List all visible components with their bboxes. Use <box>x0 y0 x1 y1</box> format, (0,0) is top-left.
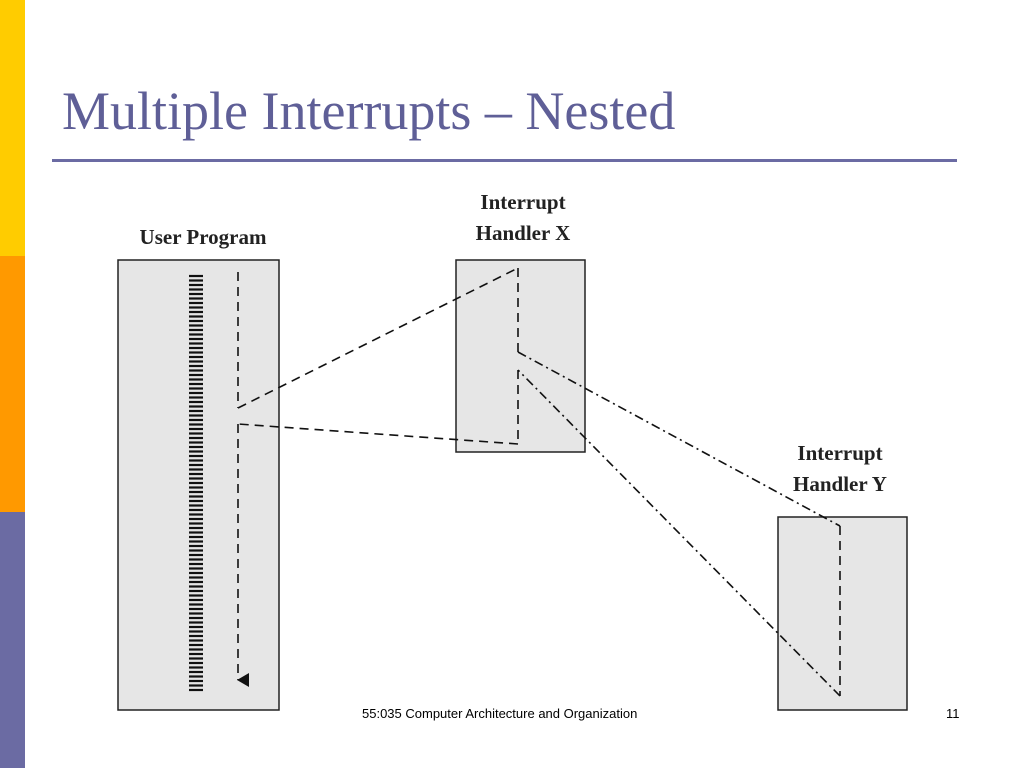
accent-bar-yellow <box>0 0 25 256</box>
handler-x-label-line1: Interrupt <box>480 190 565 214</box>
handler-y-label-line2: Handler Y <box>793 472 887 496</box>
jump-to-handler-x <box>237 267 519 409</box>
handler-y-box <box>777 516 908 711</box>
accent-bar-blue <box>0 512 25 768</box>
jump-to-handler-y <box>517 351 841 527</box>
user-program-label: User Program <box>140 225 267 249</box>
handler-x-box <box>455 259 586 453</box>
title-underline <box>52 159 957 162</box>
accent-bar-orange <box>0 256 25 512</box>
return-to-handler-x <box>517 369 841 697</box>
return-to-user-program <box>237 423 519 445</box>
instruction-lines <box>189 274 203 692</box>
handler-y-label-line1: Interrupt <box>797 441 882 465</box>
footer-course: 55:035 Computer Architecture and Organiz… <box>362 706 638 721</box>
handler-x-label-line2: Handler X <box>476 221 571 245</box>
page-number: 11 <box>946 706 960 721</box>
user-program-box <box>117 259 280 711</box>
slide-title: Multiple Interrupts – Nested <box>62 81 676 141</box>
